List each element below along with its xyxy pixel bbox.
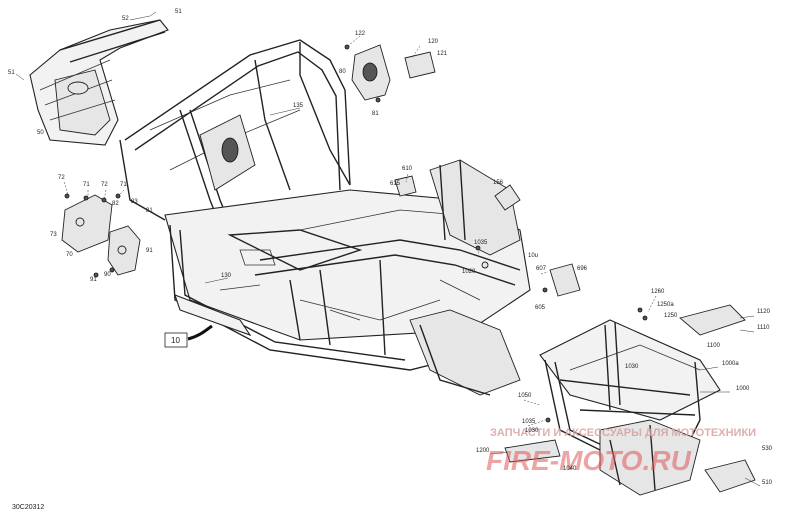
part-label-121: 121 <box>437 51 448 57</box>
part-label-51: 51 <box>8 70 15 76</box>
side-bracket-70 <box>61 193 141 278</box>
part-label-81: 81 <box>372 111 379 117</box>
part-label-91: 91 <box>146 248 153 254</box>
part-labels: 52 51 51 50 122 120 121 80 81 135 72 71 72 71 82 83 81 73… <box>8 9 773 486</box>
part-label-607: 607 <box>536 266 547 272</box>
part-label-1250: 1250 <box>664 313 678 319</box>
part-label-51: 51 <box>175 9 182 15</box>
part-label-71: 71 <box>83 182 90 188</box>
part-label-73: 73 <box>50 232 57 238</box>
part-label-530: 530 <box>762 446 773 452</box>
part-label-615: 615 <box>390 181 401 187</box>
part-label-1035: 1035 <box>522 419 536 425</box>
part-label-70: 70 <box>66 252 73 258</box>
callout-box-label: 10 <box>171 336 180 345</box>
part-label-1110: 1110 <box>757 325 770 331</box>
part-label-605: 605 <box>535 305 546 311</box>
center-hardware <box>394 175 581 297</box>
part-label-1260: 1260 <box>651 289 665 295</box>
part-label-1030: 1030 <box>625 364 639 370</box>
leader-lines <box>15 11 761 487</box>
part-label-1020: 1020 <box>462 269 476 275</box>
part-label-83: 83 <box>131 199 138 205</box>
part-label-52: 52 <box>122 16 129 22</box>
watermark-logo: FIRE-MOTO.RU <box>486 445 692 476</box>
part-label-81: 81 <box>146 208 153 214</box>
part-label-80: 80 <box>339 69 346 75</box>
part-label-1100: 1100 <box>707 343 721 349</box>
rear-subframe-1000 <box>504 304 756 496</box>
part-label-82: 82 <box>112 201 119 207</box>
part-label-1250a: 1250a <box>657 302 674 308</box>
watermark-text: ЗАПЧАСТИ И АКСЕССУАРЫ ДЛЯ МОТОТЕХНИКИ <box>490 427 756 439</box>
part-label-130: 130 <box>221 273 232 279</box>
part-label-71: 71 <box>120 182 127 188</box>
part-label-510: 510 <box>762 480 773 486</box>
part-label-50: 50 <box>37 130 44 136</box>
part-label-120: 120 <box>428 39 439 45</box>
part-label-72: 72 <box>58 175 65 181</box>
part-label-696: 696 <box>577 266 588 272</box>
part-label-91: 91 <box>90 277 97 283</box>
part-label-1000: 1000 <box>736 386 750 392</box>
part-label-1040: 1040 <box>563 466 577 472</box>
part-label-10u: 10u <box>528 253 538 259</box>
part-label-1050: 1050 <box>518 393 532 399</box>
front-bracket-50 <box>29 19 169 146</box>
part-label-1120: 1120 <box>757 309 771 315</box>
part-label-1030: 1030 <box>525 428 539 434</box>
top-bracket-80 <box>344 44 436 103</box>
part-label-90: 90 <box>104 272 111 278</box>
part-label-610: 610 <box>402 166 413 172</box>
callout-box-10: 10 <box>164 324 213 348</box>
part-label-1200: 1200 <box>476 448 490 454</box>
part-label-156: 156 <box>493 180 504 186</box>
part-label-135: 135 <box>293 103 304 109</box>
diagram-code: 30C20312 <box>12 504 45 511</box>
lower-chassis <box>164 159 531 396</box>
part-label-1035: 1035 <box>474 240 488 246</box>
part-label-122: 122 <box>355 31 366 37</box>
watermark: ЗАПЧАСТИ И АКСЕССУАРЫ ДЛЯ МОТОТЕХНИКИ FI… <box>486 427 756 476</box>
part-label-1000a: 1000a <box>722 361 739 367</box>
part-label-72: 72 <box>101 182 108 188</box>
